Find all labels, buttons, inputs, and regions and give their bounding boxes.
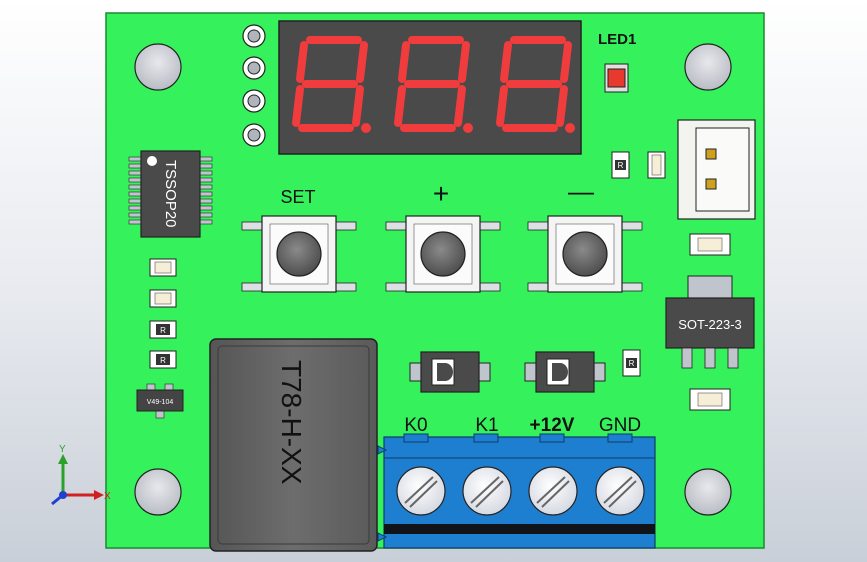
display-segment	[454, 85, 466, 127]
display-segment	[292, 85, 304, 127]
diode	[409, 351, 491, 393]
tssop-label: TSSOP20	[162, 160, 179, 228]
capacitor-smd	[149, 258, 177, 277]
sot-small-ic: V49-104	[136, 383, 184, 419]
display-segment	[500, 41, 512, 83]
svg-text:R: R	[629, 359, 635, 368]
display-decimal-point	[463, 123, 473, 133]
sot-label: SOT-223-3	[678, 317, 742, 332]
svg-text:R: R	[160, 356, 166, 365]
display-decimal-point	[361, 123, 371, 133]
display-digit	[292, 36, 371, 133]
resistor-smd: R	[149, 320, 177, 339]
button-label-set: SET	[280, 187, 315, 207]
display-segment	[296, 41, 308, 83]
display-segment	[352, 85, 364, 127]
axis-y-label: Y	[59, 444, 66, 455]
capacitor-smd	[647, 151, 666, 179]
axis-x-label: X	[104, 491, 111, 502]
mounting-hole	[134, 43, 182, 91]
tssop20-chip: TSSOP20	[128, 150, 213, 238]
resistor-smd: R	[611, 151, 630, 179]
display-segment	[556, 85, 568, 127]
terminal-label-gnd: GND	[599, 415, 641, 436]
display-segment	[458, 41, 470, 83]
button-label-minus: —	[568, 176, 594, 206]
small-ic-label: V49-104	[147, 399, 174, 406]
display-digit	[394, 36, 473, 133]
capacitor-smd	[689, 233, 731, 256]
set-button[interactable]	[241, 215, 357, 293]
capacitor-smd	[689, 388, 731, 411]
mounting-hole	[134, 468, 182, 516]
diode	[524, 351, 606, 393]
svg-text:R: R	[618, 161, 624, 170]
sot223-regulator: SOT-223-3	[665, 275, 755, 369]
svg-text:R: R	[160, 326, 166, 335]
mounting-hole	[684, 468, 732, 516]
screw-k1[interactable]	[462, 466, 512, 516]
display-segment	[398, 41, 410, 83]
axis-triad: Y X	[51, 444, 111, 506]
terminal-label-k1: K1	[475, 415, 498, 436]
jst-connector	[677, 119, 756, 220]
plus-button[interactable]	[385, 215, 501, 293]
display-segment	[496, 85, 508, 127]
capacitor-smd	[149, 289, 177, 308]
relay: T78-H-XX	[209, 338, 378, 552]
screw-12v[interactable]	[528, 466, 578, 516]
screw-gnd[interactable]	[595, 466, 645, 516]
button-label-plus: +	[433, 178, 449, 209]
resistor-smd: R	[622, 349, 641, 377]
display-digits	[292, 36, 575, 133]
led-label: LED1	[598, 31, 636, 48]
terminal-label-k0: K0	[404, 415, 427, 436]
display-digit	[496, 36, 575, 133]
terminal-label-12v: +12V	[530, 415, 575, 436]
display-segment	[394, 85, 406, 127]
relay-label: T78-H-XX	[276, 360, 307, 485]
display-segment	[560, 41, 572, 83]
display-segment	[356, 41, 368, 83]
mounting-hole	[684, 43, 732, 91]
display-decimal-point	[565, 123, 575, 133]
minus-button[interactable]	[527, 215, 643, 293]
pin-header	[242, 24, 266, 147]
screw-k0[interactable]	[396, 466, 446, 516]
led-indicator	[604, 63, 629, 93]
resistor-smd: R	[149, 350, 177, 369]
